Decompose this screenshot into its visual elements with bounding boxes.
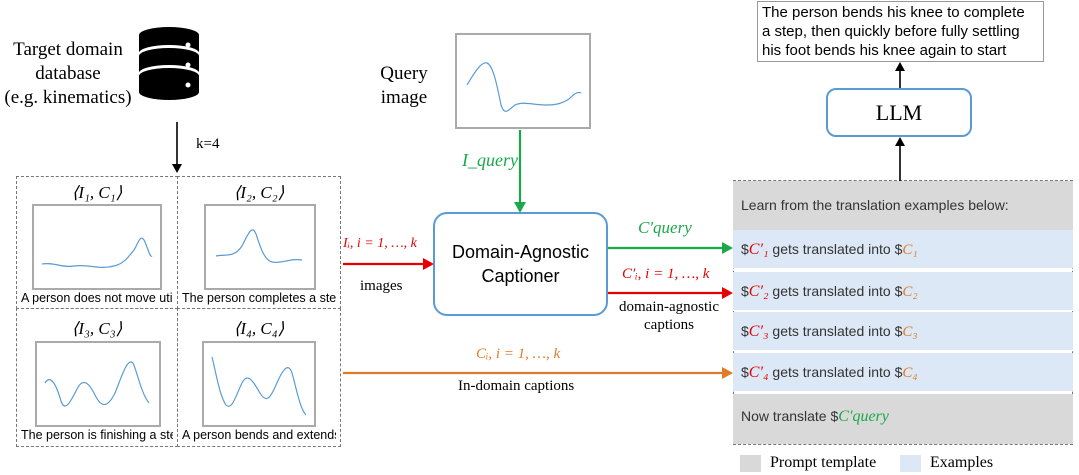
llm-label: LLM (875, 99, 923, 125)
prompt-header: Learn from the translation examples belo… (733, 181, 1073, 230)
indomain-math: Cᵢ, i = 1, …, k (476, 346, 561, 362)
row-source: C′₁ (748, 241, 769, 258)
database-label-line: (e.g. kinematics) (4, 87, 132, 108)
legend-label: Examples (930, 454, 994, 471)
domain-captions-math: C′ᵢ, i = 1, …, k (622, 266, 710, 282)
database-icon (138, 26, 200, 102)
row-prefix: $ (741, 364, 749, 380)
example-plot (32, 204, 162, 290)
example-title: ⟨I₃, C₃⟩ (71, 319, 123, 338)
row-middle: gets translated into $ (768, 364, 903, 380)
images-math: Iᵢ, i = 1, …, k (343, 236, 417, 251)
llm-to-output-arrow (895, 62, 905, 88)
example-cell-1: ⟨I₁, C₁⟩ A person does not move util... (16, 176, 178, 309)
query-arrow-label: I_query (462, 150, 518, 171)
legend-label: Prompt template (770, 454, 877, 471)
row-prefix: $ (741, 241, 749, 257)
images-label: images (360, 278, 403, 294)
database-label-line: Target domain (13, 39, 123, 60)
captioner-box: Domain-Agnostic Captioner (433, 212, 608, 316)
example-caption: The person is finishing a step... (21, 428, 173, 442)
domain-captions-label-line: captions (644, 317, 694, 333)
example-title: ⟨I₄, C₄⟩ (233, 319, 285, 338)
row-prefix: $ (741, 323, 749, 339)
domain-captions-arrow (608, 287, 733, 299)
example-title: ⟨I₂, C₂⟩ (233, 183, 285, 202)
retrieval-arrow (172, 122, 182, 173)
output-line: his foot bends his knee again to start (762, 42, 1007, 59)
example-cell-3: ⟨I₃, C₃⟩ The person is finishing a step.… (16, 308, 178, 447)
query-label-line: Query (380, 63, 428, 84)
query-image (455, 33, 591, 129)
legend-swatch-examples (900, 455, 921, 472)
example-plot (35, 341, 161, 427)
domain-captions-label: domain-agnostic captions (608, 298, 730, 334)
row-target: C₂ (902, 284, 918, 300)
database-label: Target domain database (e.g. kinematics) (0, 38, 136, 110)
output-line: a step, then quickly before fully settli… (762, 23, 1020, 40)
captioner-label-line: Domain-Agnostic (451, 242, 590, 262)
example-plot (202, 341, 316, 427)
prompt-example-row-4: $C′₄ gets translated into $C₄ (733, 353, 1073, 391)
example-caption: A person bends and extends ... (182, 428, 336, 442)
footer-variable: C′query (838, 408, 889, 425)
prompt-example-row-3: $C′₃ gets translated into $C₃ (733, 312, 1073, 350)
query-label-line: image (380, 87, 428, 108)
query-arrow (514, 130, 526, 213)
row-middle: gets translated into $ (768, 283, 903, 299)
row-target: C₄ (902, 365, 918, 381)
row-middle: gets translated into $ (768, 241, 903, 257)
footer-prefix: Now translate $ (741, 408, 839, 424)
prompt-example-row-1: $C′₁ gets translated into $C₁ (733, 230, 1073, 268)
example-caption: A person does not move util... (21, 291, 173, 305)
row-prefix: $ (741, 283, 749, 299)
row-source: C′₃ (748, 323, 769, 340)
example-title: ⟨I₁, C₁⟩ (71, 183, 123, 202)
row-middle: gets translated into $ (768, 323, 903, 339)
legend-swatch-template (740, 455, 761, 472)
domain-captions-label-line: domain-agnostic (619, 299, 719, 315)
prompt-footer: Now translate $C′query (733, 394, 1073, 444)
row-target: C₃ (902, 324, 918, 340)
row-target: C₁ (902, 242, 918, 258)
prompt-to-llm-arrow (895, 137, 905, 181)
indomain-arrow (343, 367, 733, 379)
captioner-label-line: Captioner (481, 266, 560, 286)
query-label: Query image (364, 62, 444, 110)
k-label: k=4 (196, 136, 220, 152)
example-cell-2: ⟨I₂, C₂⟩ The person completes a step... (177, 176, 341, 309)
query-arrow-label-text: I_query (462, 150, 518, 170)
images-arrow (343, 258, 434, 270)
cquery-arrow (608, 242, 733, 254)
example-caption: The person completes a step... (182, 291, 336, 305)
indomain-label: In-domain captions (458, 378, 575, 394)
example-plot (204, 204, 316, 290)
cquery-label: C′query (638, 218, 692, 237)
output-line: The person bends his knee to complete (762, 4, 1025, 21)
example-cell-4: ⟨I₄, C₄⟩ A person bends and extends ... (177, 308, 341, 447)
prompt-header-text: Learn from the translation examples belo… (741, 197, 1009, 213)
prompt-example-row-2: $C′₂ gets translated into $C₂ (733, 272, 1073, 310)
output-box: The person bends his knee to complete a … (757, 1, 1044, 62)
database-label-line: database (35, 63, 101, 84)
row-source: C′₂ (748, 283, 769, 300)
row-source: C′₄ (748, 364, 769, 381)
llm-box: LLM (826, 88, 972, 137)
